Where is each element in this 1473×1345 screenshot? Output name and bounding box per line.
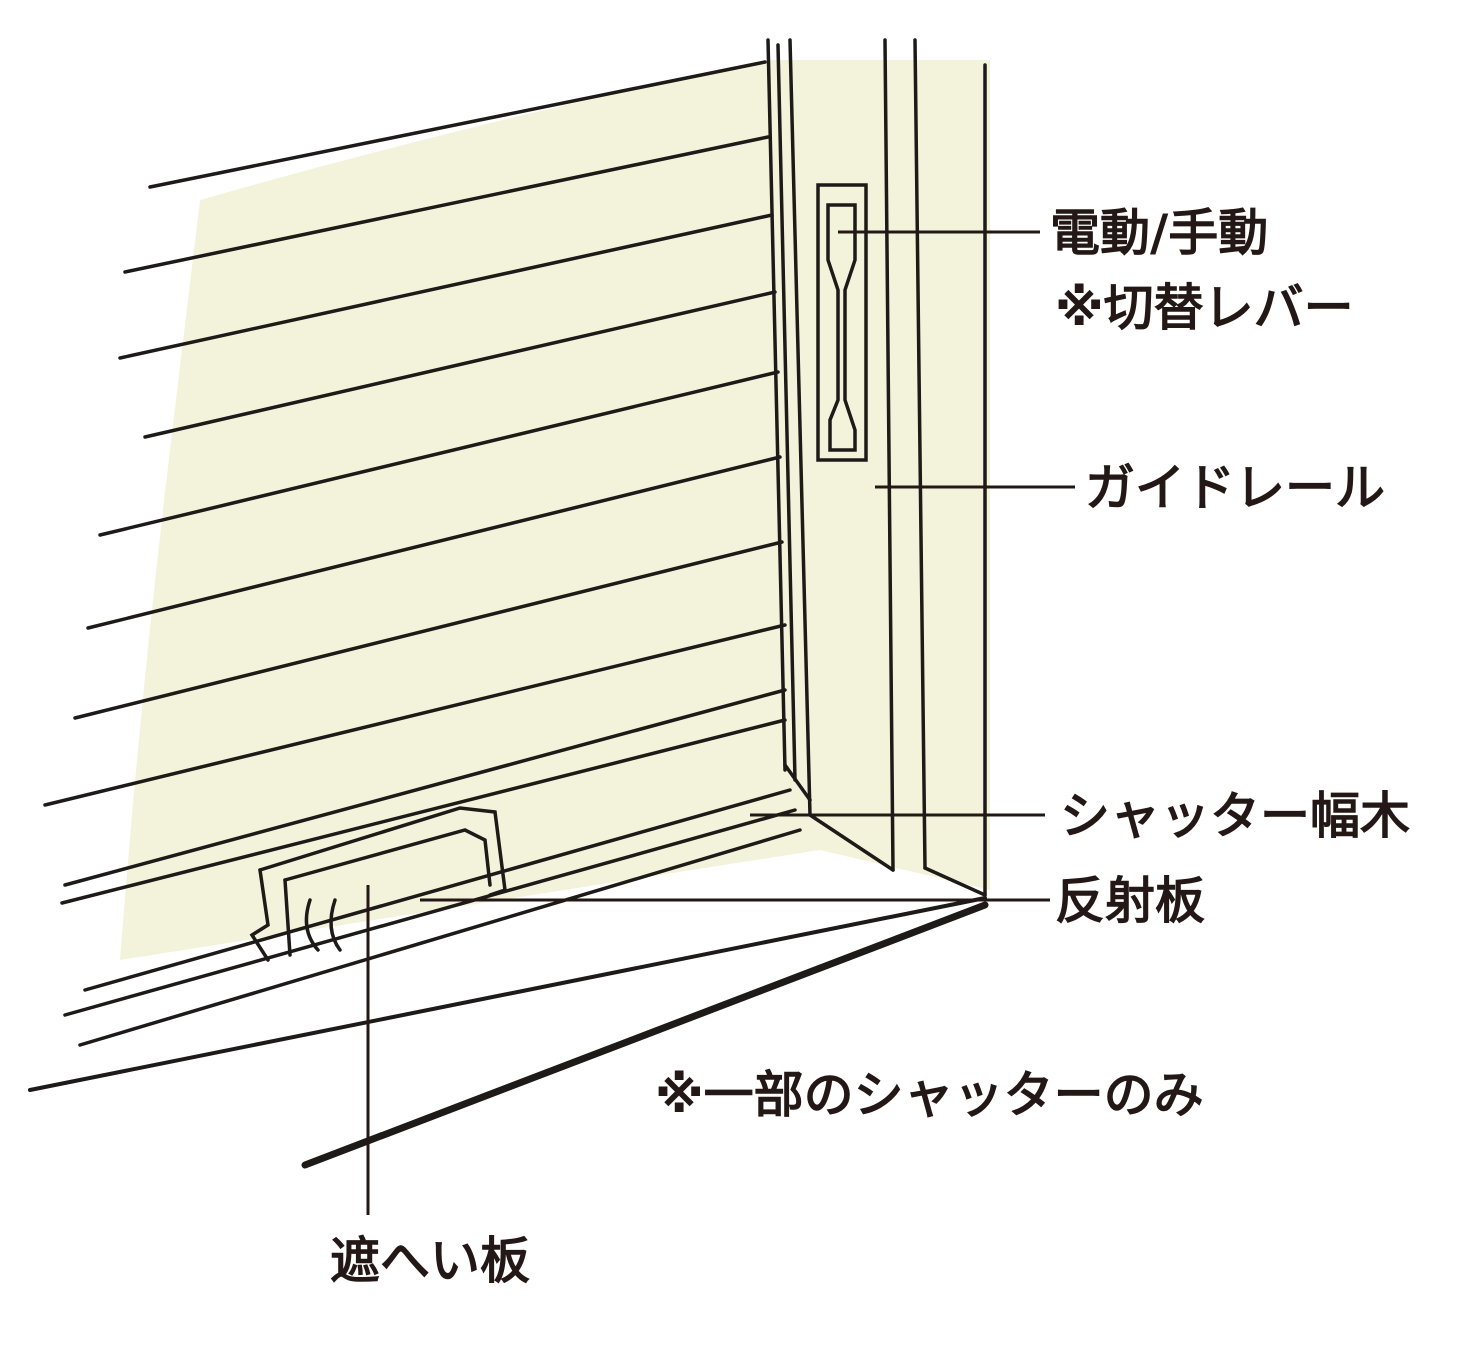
label-guide-rail: ガイドレール — [1085, 459, 1385, 517]
label-shield: 遮へい板 — [330, 1232, 530, 1290]
bottom-bar — [60, 688, 812, 1047]
background-tint — [120, 60, 990, 960]
guide-rail — [766, 38, 987, 897]
label-baseboard: シャッター幅木 — [1060, 787, 1410, 845]
label-note: ※一部のシャッターのみ — [655, 1066, 1204, 1124]
leader-lines — [366, 230, 1075, 1215]
reflector-block — [249, 806, 507, 962]
shutter-slats — [43, 60, 787, 807]
floor-lines — [28, 896, 989, 1169]
label-reflector: 反射板 — [1055, 872, 1205, 930]
label-lever-1: 電動/手動 — [1050, 204, 1268, 262]
label-lever-2: ※切替レバー — [1055, 279, 1354, 337]
lever-icon — [816, 183, 868, 462]
